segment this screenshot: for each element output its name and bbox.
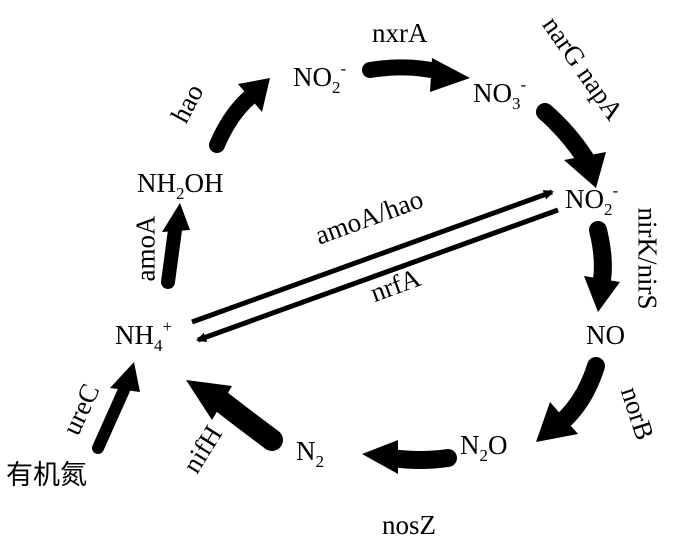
- arrow-narG-napA: [536, 103, 606, 188]
- compound-no2-top: NO2-: [293, 59, 347, 97]
- arrow-hao: [209, 78, 270, 153]
- arrow-ureC: [92, 362, 140, 454]
- arrow-nrfA: [196, 207, 559, 343]
- arrow-amoA-hao: [191, 189, 554, 325]
- compound-n2: N2: [296, 436, 324, 471]
- arrow-nifH: [186, 380, 283, 451]
- arrow-nirK-nirS: [584, 221, 620, 312]
- arrow-amoA: [161, 203, 190, 289]
- compound-no3: NO3-: [473, 75, 527, 113]
- arrow-nosZ: [362, 440, 457, 474]
- compound-nh2oh: NH2OH: [137, 168, 224, 203]
- arrow-nxrA: [362, 58, 470, 92]
- gene-nirK-nirS: nirK/nirS: [632, 207, 663, 310]
- gene-amoA: amoA: [130, 215, 161, 282]
- arrow-norB: [536, 357, 605, 442]
- compound-nh4: NH4+: [115, 317, 173, 355]
- gene-nxrA: nxrA: [372, 18, 428, 48]
- compound-no2-right: NO2-: [565, 181, 619, 219]
- gene-nosZ: nosZ: [382, 510, 436, 540]
- compound-organic-nitrogen: 有机氮: [6, 460, 87, 491]
- compound-no: NO: [586, 320, 625, 350]
- compound-n2o: N2O: [460, 430, 508, 465]
